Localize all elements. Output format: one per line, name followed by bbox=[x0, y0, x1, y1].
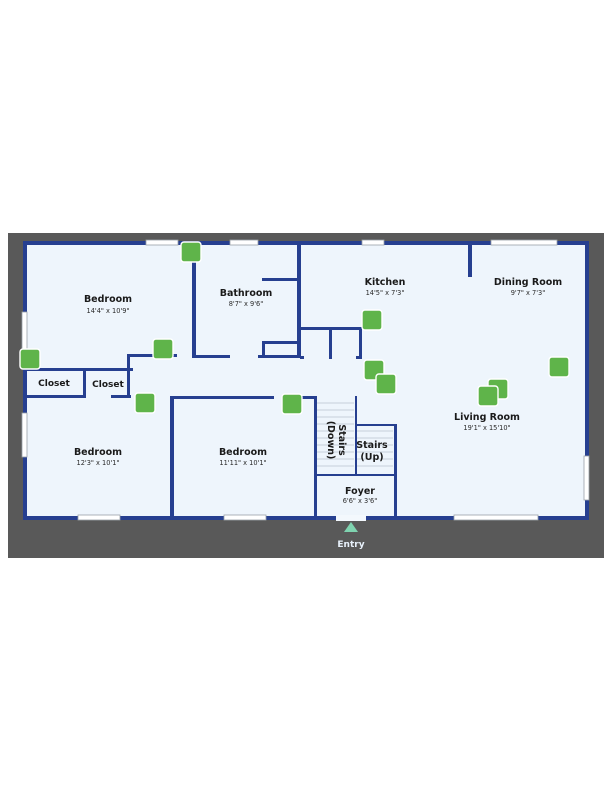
room-dimensions: 8'7" x 9'6" bbox=[229, 300, 264, 308]
room-dimensions: 12'3" x 10'1" bbox=[77, 459, 120, 467]
photo-marker-icon[interactable] bbox=[375, 373, 397, 395]
photo-marker-icon[interactable] bbox=[19, 348, 41, 370]
room-name: Bathroom bbox=[220, 288, 273, 299]
room-dimensions: 9'7" x 7'3" bbox=[511, 289, 546, 297]
room-dimensions: 6'6" x 3'6" bbox=[343, 497, 378, 505]
entry-indicator[interactable]: Entry bbox=[337, 522, 365, 550]
room-name: Bedroom bbox=[84, 294, 132, 305]
room-name: Bedroom bbox=[74, 447, 122, 458]
photo-marker-icon[interactable] bbox=[477, 385, 499, 407]
stairs-direction: (Down) bbox=[325, 421, 336, 460]
stair-treads bbox=[317, 402, 393, 467]
interior-walls bbox=[25, 243, 472, 518]
stairs-direction: (Up) bbox=[360, 452, 383, 463]
stairs-down-label: Stairs (Down) bbox=[325, 421, 347, 460]
photo-marker-icon[interactable] bbox=[548, 356, 570, 378]
room-name: Kitchen bbox=[365, 277, 406, 288]
stairs-label: Stairs bbox=[356, 440, 388, 451]
room-name: Bedroom bbox=[219, 447, 267, 458]
closet-label: Closet bbox=[38, 379, 70, 389]
photo-marker-icon[interactable] bbox=[361, 309, 383, 331]
exterior-walls bbox=[23, 241, 589, 520]
photo-markers[interactable] bbox=[19, 241, 570, 415]
room-name: Living Room bbox=[454, 412, 520, 423]
closet-label: Closet bbox=[92, 380, 124, 390]
room-dimensions: 19'1" x 15'10" bbox=[463, 424, 510, 432]
room-labels: Bedroom 14'4" x 10'9" Bathroom 8'7" x 9'… bbox=[38, 277, 562, 505]
photo-marker-icon[interactable] bbox=[152, 338, 174, 360]
windows bbox=[21, 239, 590, 521]
entry-arrow-icon[interactable] bbox=[344, 522, 358, 532]
photo-marker-icon[interactable] bbox=[180, 241, 202, 263]
room-dimensions: 14'4" x 10'9" bbox=[87, 307, 130, 315]
room-dimensions: 14'5" x 7'3" bbox=[366, 289, 405, 297]
room-name: Foyer bbox=[345, 486, 375, 497]
room-name: Dining Room bbox=[494, 277, 562, 288]
front-door bbox=[336, 515, 366, 521]
entry-label: Entry bbox=[337, 540, 364, 550]
room-dimensions: 11'11" x 10'1" bbox=[219, 459, 266, 467]
photo-marker-icon[interactable] bbox=[281, 393, 303, 415]
stairs-label: Stairs bbox=[336, 424, 347, 456]
photo-marker-icon[interactable] bbox=[134, 392, 156, 414]
